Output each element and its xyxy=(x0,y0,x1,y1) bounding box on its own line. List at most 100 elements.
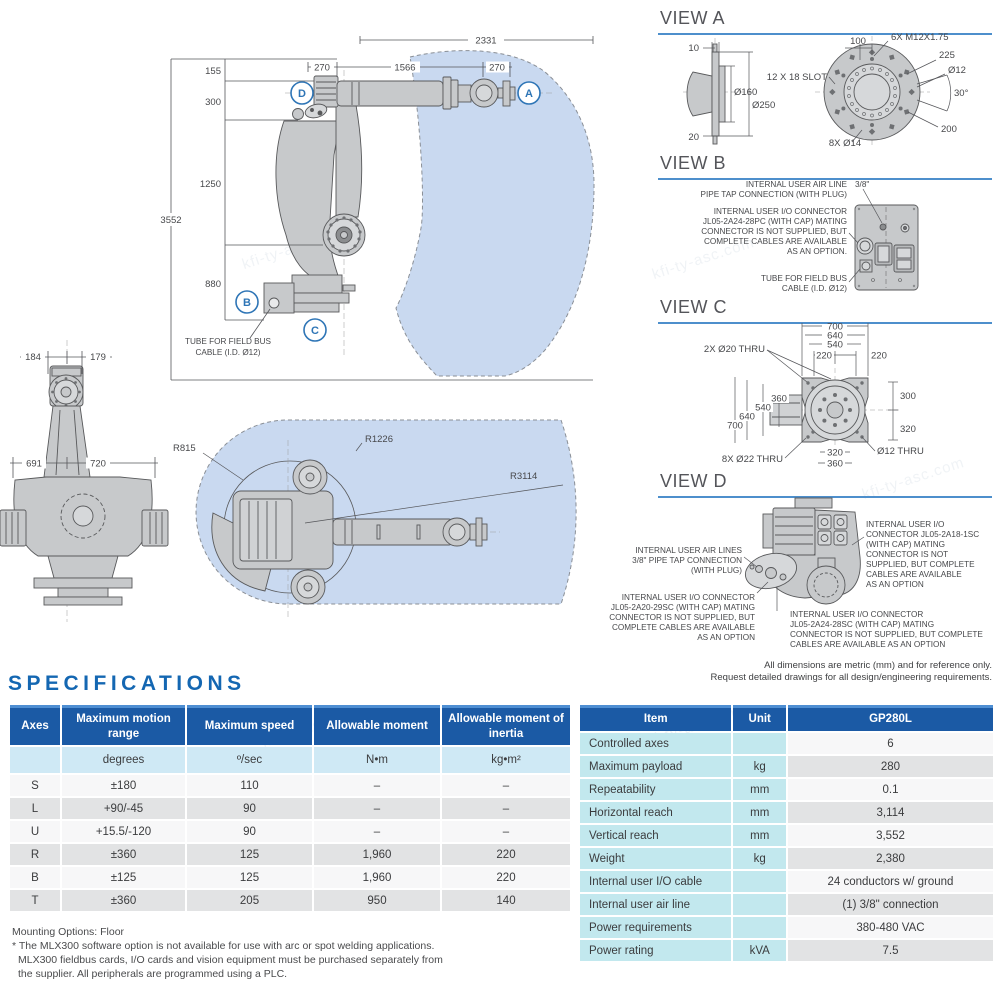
mlx300-note-line: * The MLX300 software option is not avai… xyxy=(12,939,435,952)
svg-text:225: 225 xyxy=(939,50,955,61)
svg-text:Ø250: Ø250 xyxy=(752,100,775,111)
svg-text:100: 100 xyxy=(850,36,866,47)
cell: Horizontal reach xyxy=(580,802,732,823)
view-d-callouts: INTERNAL USER AIR LINES 3/8" PIPE TAP CO… xyxy=(609,520,983,649)
mlx300-note-line: the supplier. All peripherals are progra… xyxy=(18,967,288,980)
cell: Controlled axes xyxy=(580,733,732,754)
svg-text:INTERNAL USER AIR LINES: INTERNAL USER AIR LINES xyxy=(635,546,742,555)
cell: Power rating xyxy=(580,940,732,961)
front-dimension-labels: 184 179 691 720 xyxy=(21,351,110,470)
svg-text:300: 300 xyxy=(205,97,221,108)
column-header-item: Item xyxy=(580,705,732,731)
cell: 3,552 xyxy=(787,825,993,846)
cell: ±180 xyxy=(62,775,185,796)
column-header-model: GP280L xyxy=(787,705,993,731)
svg-text:360: 360 xyxy=(771,394,787,405)
svg-text:INTERNAL USER I/O CONNECTOR: INTERNAL USER I/O CONNECTOR xyxy=(622,593,755,602)
cell: 220 xyxy=(442,867,570,888)
cell: ±360 xyxy=(62,844,185,865)
svg-text:AS AN OPTION: AS AN OPTION xyxy=(866,580,924,589)
cell: 125 xyxy=(187,844,312,865)
svg-text:30°: 30° xyxy=(954,88,969,99)
svg-text:AS AN OPTION.: AS AN OPTION. xyxy=(787,247,847,256)
cell xyxy=(733,733,786,754)
cell: – xyxy=(442,798,570,819)
svg-text:640: 640 xyxy=(827,331,843,342)
robot-top-view-drawing: R815 R1226 R3114 xyxy=(173,419,577,620)
svg-text:Ø12: Ø12 xyxy=(948,65,966,76)
column-header-axes: Axes xyxy=(10,705,60,745)
cell: 380-480 VAC xyxy=(787,917,993,938)
spec-row: Horizontal reach mm 3,114 xyxy=(580,802,993,823)
view-a-title-text: VIEW A xyxy=(660,8,726,28)
svg-text:155: 155 xyxy=(205,66,221,77)
view-d-marker: D xyxy=(298,88,306,100)
svg-text:8X Ø14: 8X Ø14 xyxy=(829,138,861,149)
svg-text:220: 220 xyxy=(871,351,887,362)
cell: ±125 xyxy=(62,867,185,888)
robot-front-silhouette xyxy=(0,365,169,606)
column-header-motion-range: Maximum motion range xyxy=(62,705,185,745)
svg-text:1250: 1250 xyxy=(200,179,221,190)
view-a-labels: 10 Ø160 Ø250 20 6X M12X1.75 100 225 Ø12 … xyxy=(688,32,968,149)
cell: 0.1 xyxy=(787,779,993,800)
cell: 125 xyxy=(187,867,312,888)
svg-text:320: 320 xyxy=(900,424,916,435)
svg-text:CONNECTOR IS NOT: CONNECTOR IS NOT xyxy=(866,550,948,559)
svg-text:20: 20 xyxy=(688,132,699,143)
column-header-moment-inertia: Allowable moment of inertia xyxy=(442,705,570,745)
robot-top-silhouette xyxy=(211,459,488,605)
flange-side-profile xyxy=(686,43,726,145)
cell: – xyxy=(314,821,440,842)
unit-cell: kg•m² xyxy=(442,747,570,773)
cell: – xyxy=(314,775,440,796)
cell: Maximum payload xyxy=(580,756,732,777)
top-radius-leaders xyxy=(202,442,564,524)
spec-row: Power requirements 380-480 VAC xyxy=(580,917,993,938)
cell: 950 xyxy=(314,890,440,911)
svg-text:270: 270 xyxy=(489,63,505,74)
cell: 6 xyxy=(787,733,993,754)
axes-row-l: L +90/-45 90 – – xyxy=(10,798,570,819)
column-header-allowable-moment: Allowable moment xyxy=(314,705,440,745)
svg-text:540: 540 xyxy=(755,403,771,414)
svg-text:720: 720 xyxy=(90,459,106,470)
axes-row-r: R ±360 125 1,960 220 xyxy=(10,844,570,865)
svg-text:PIPE TAP CONNECTION (WITH PLUG: PIPE TAP CONNECTION (WITH PLUG) xyxy=(701,190,848,199)
cell: 7.5 xyxy=(787,940,993,961)
svg-text:179: 179 xyxy=(90,352,106,363)
svg-text:AS AN OPTION: AS AN OPTION xyxy=(697,633,755,642)
view-b-marker: B xyxy=(243,297,251,309)
cell: 280 xyxy=(787,756,993,777)
svg-text:TUBE FOR FIELD BUS: TUBE FOR FIELD BUS xyxy=(185,337,272,346)
svg-text:R3114: R3114 xyxy=(510,471,537,482)
column-header-max-speed: Maximum speed xyxy=(187,705,312,745)
cell: ±360 xyxy=(62,890,185,911)
cell: 1,960 xyxy=(314,844,440,865)
view-d-robot-rear xyxy=(744,497,861,605)
cell: +90/-45 xyxy=(62,798,185,819)
work-envelope-side xyxy=(395,50,595,377)
svg-text:8X Ø22 THRU: 8X Ø22 THRU xyxy=(722,454,783,465)
view-c-labels: 700 640 540 220 220 360 540 640 700 300 … xyxy=(704,322,924,470)
svg-text:COMPLETE CABLES ARE AVAILABLE: COMPLETE CABLES ARE AVAILABLE xyxy=(704,237,848,246)
spec-row: Vertical reach mm 3,552 xyxy=(580,825,993,846)
cell: Internal user I/O cable xyxy=(580,871,732,892)
spec-row: Repeatability mm 0.1 xyxy=(580,779,993,800)
model-spec-table: Item Unit GP280L Controlled axes 6 Maxim… xyxy=(578,703,995,963)
unit-cell xyxy=(10,747,60,773)
svg-text:TUBE FOR FIELD BUS: TUBE FOR FIELD BUS xyxy=(761,274,848,283)
view-letter-markers: D A B C xyxy=(235,81,541,342)
svg-text:184: 184 xyxy=(25,352,41,363)
axes-row-s: S ±180 110 – – xyxy=(10,775,570,796)
svg-text:12 X 18 SLOT: 12 X 18 SLOT xyxy=(767,72,827,83)
svg-text:CONNECTOR JL05-2A18-1SC: CONNECTOR JL05-2A18-1SC xyxy=(866,530,979,539)
axes-units-row: degrees º/sec N•m kg•m² xyxy=(10,747,570,773)
view-b-title-text: VIEW B xyxy=(660,153,727,173)
svg-text:CONNECTOR IS NOT SUPPLIED, BUT: CONNECTOR IS NOT SUPPLIED, BUT COMPLETE xyxy=(790,630,983,639)
cell xyxy=(733,894,786,915)
svg-text:INTERNAL USER I/O CONNECTOR: INTERNAL USER I/O CONNECTOR xyxy=(790,610,923,619)
view-b-panel xyxy=(854,204,919,291)
view-c-drawing: 700 640 540 220 220 360 540 640 700 300 … xyxy=(704,322,924,470)
